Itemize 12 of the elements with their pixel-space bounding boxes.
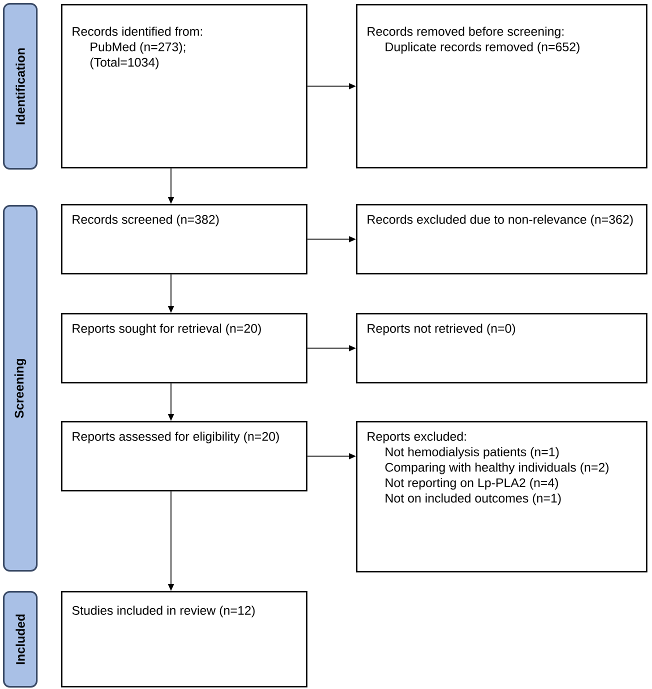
process-box: Studies included in review (n=12) <box>61 591 308 688</box>
process-box: Records removed before screening: Duplicate records removed (n=652) <box>356 4 648 168</box>
process-box: Records excluded due to non-relevance (n=362) <box>356 204 648 274</box>
process-box: Reports assessed for eligibility (n=20) <box>61 421 308 492</box>
process-box: Reports sought for retrieval (n=20) <box>61 313 308 384</box>
stage-band: Included <box>3 591 38 688</box>
process-box: Records screened (n=382) <box>61 204 308 274</box>
stage-band: Identification <box>3 3 38 170</box>
process-box: Reports not retrieved (n=0) <box>356 313 648 384</box>
process-box: Reports excluded: Not hemodialysis patients (n=1) Comparing with healthy individuals (n=2) Not reporting on Lp-PLA2 (n=4) Not on included outcomes (n=1) <box>356 421 648 572</box>
process-box: Records identified from: PubMed (n=273); (Total=1034) <box>61 4 308 168</box>
stage-band: Screening <box>3 205 38 572</box>
